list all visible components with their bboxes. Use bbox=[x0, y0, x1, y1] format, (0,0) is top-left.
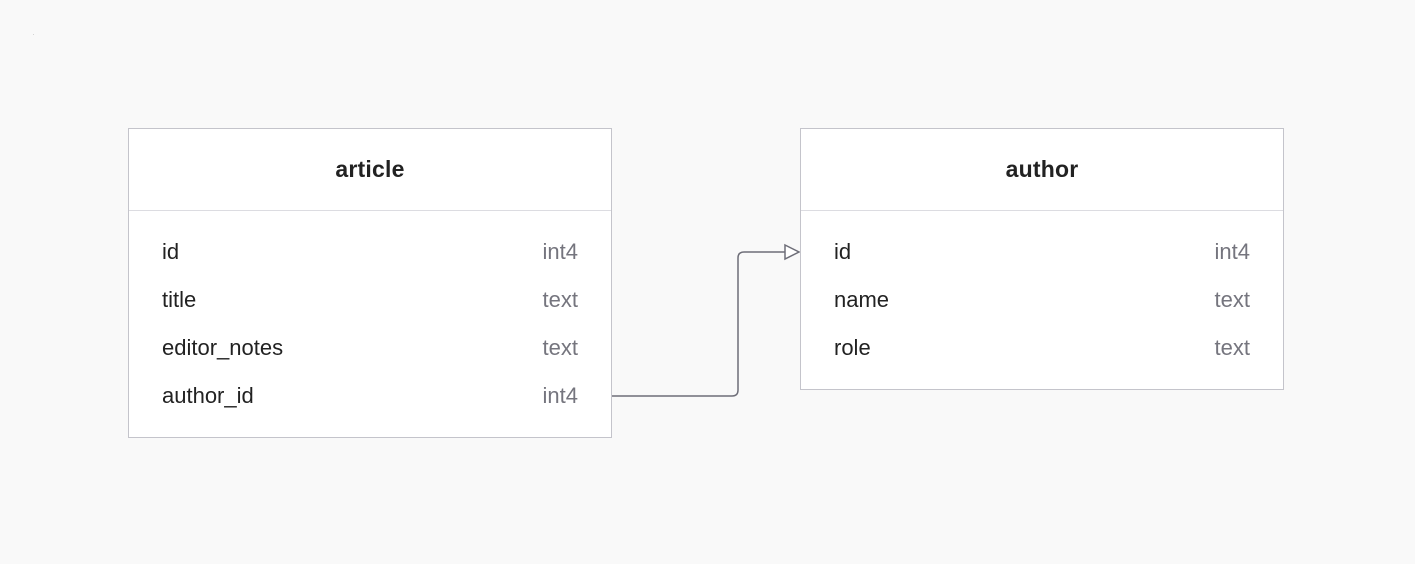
column-type: text bbox=[542, 287, 578, 312]
column-list: id int4 title text editor_notes text aut… bbox=[129, 211, 611, 420]
column-name: title bbox=[162, 287, 197, 312]
column-list: id int4 name text role text bbox=[801, 211, 1283, 372]
column-row[interactable]: editor_notes text bbox=[129, 324, 611, 372]
column-row[interactable]: name text bbox=[801, 276, 1283, 324]
column-name: name bbox=[834, 287, 890, 312]
table-header: author bbox=[801, 129, 1283, 211]
column-row[interactable]: id int4 bbox=[129, 228, 611, 276]
column-name: id bbox=[834, 239, 852, 264]
column-row[interactable]: author_id int4 bbox=[129, 372, 611, 420]
column-type: text bbox=[1214, 287, 1250, 312]
relationship-arrowhead-icon bbox=[784, 243, 801, 261]
column-row[interactable]: title text bbox=[129, 276, 611, 324]
column-name: author_id bbox=[162, 383, 254, 408]
column-name: editor_notes bbox=[162, 335, 284, 360]
column-name: role bbox=[834, 335, 871, 360]
relationship-line-article-author bbox=[612, 251, 785, 397]
column-type: int4 bbox=[542, 383, 578, 408]
canvas-corner-dot bbox=[33, 34, 34, 35]
column-type: text bbox=[1214, 335, 1250, 360]
column-type: int4 bbox=[1214, 239, 1250, 264]
column-name: id bbox=[162, 239, 180, 264]
column-row[interactable]: id int4 bbox=[801, 228, 1283, 276]
table-title: article bbox=[335, 156, 405, 182]
table-card-article[interactable]: article id int4 title text editor_notes … bbox=[128, 128, 612, 438]
column-type: int4 bbox=[542, 239, 578, 264]
table-title: author bbox=[1005, 156, 1079, 182]
column-row[interactable]: role text bbox=[801, 324, 1283, 372]
column-type: text bbox=[542, 335, 578, 360]
table-card-author[interactable]: author id int4 name text role text bbox=[800, 128, 1284, 390]
table-header: article bbox=[129, 129, 611, 211]
